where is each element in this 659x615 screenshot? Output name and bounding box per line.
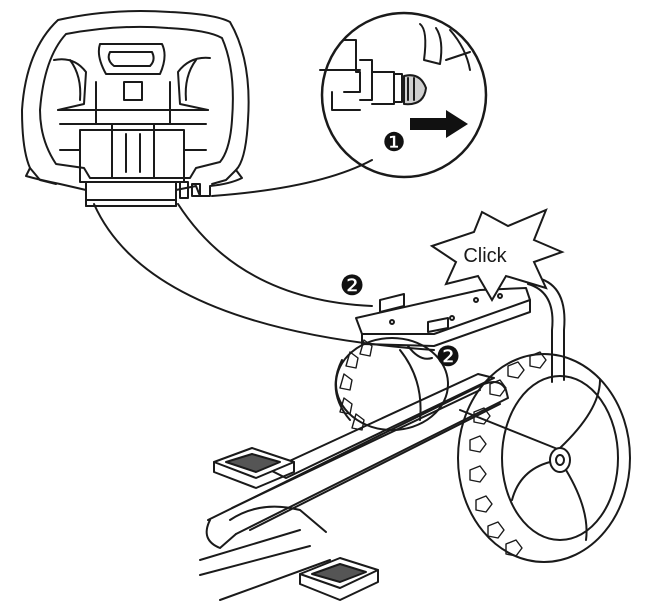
foot-pad-upper [213, 447, 295, 489]
step-1-badge: ❶ [382, 127, 405, 157]
step-2-badge-bottom: ❷ [435, 341, 460, 372]
click-burst: Click [429, 208, 565, 302]
rear-wheel-right [457, 351, 631, 563]
foot-pad-lower [299, 557, 379, 601]
step-2-badge-top: ❷ [339, 270, 364, 301]
trolley-frame [199, 277, 566, 601]
rear-wheel-left [334, 337, 449, 431]
release-arrow-icon [410, 110, 468, 138]
click-label: Click [463, 245, 507, 267]
magnifier-callout [211, 11, 488, 197]
bag-support-bracket [21, 10, 250, 207]
